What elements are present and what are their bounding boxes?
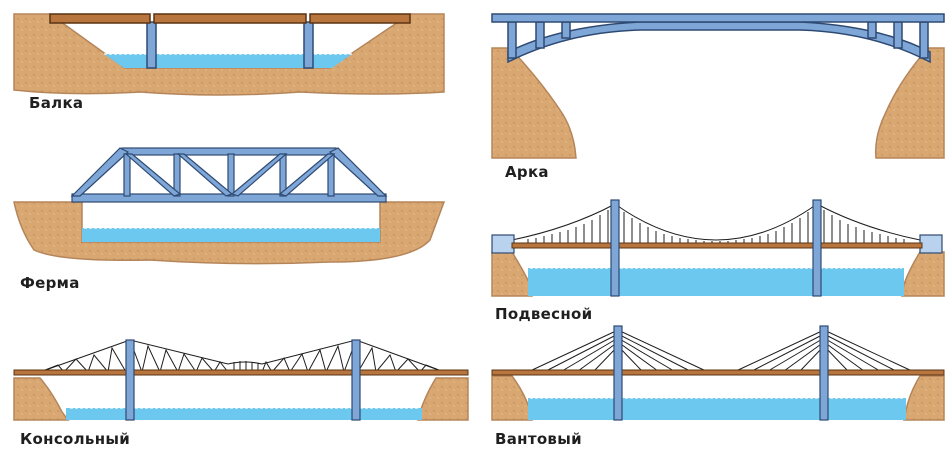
suspension-ground-right: [901, 251, 945, 297]
beam-water: [104, 54, 352, 68]
beam-ground: [13, 13, 445, 96]
truss-frame: [70, 147, 388, 203]
truss-ground: [13, 201, 446, 265]
label-suspension: Подвесной: [495, 305, 593, 323]
cantilever-ground-left: [13, 377, 70, 421]
arch-deck: [491, 13, 945, 23]
cantilever-water: [66, 408, 422, 420]
cantilever-deck: [13, 369, 469, 376]
arch-structure: [507, 21, 931, 64]
label-truss: Ферма: [20, 274, 80, 292]
cable-stayed-cables: [529, 329, 913, 372]
suspension-tower-right: [812, 199, 822, 297]
cantilever-pier-left: [125, 339, 135, 421]
suspension-anchor-right: [919, 234, 943, 254]
beam-deck-3: [309, 13, 411, 24]
cantilever-ground-right: [417, 377, 469, 421]
beam-pier-right: [303, 21, 314, 69]
beam-bridge: [13, 13, 445, 96]
beam-deck-1: [49, 13, 151, 24]
suspension-anchor-left: [491, 234, 515, 254]
suspension-water: [528, 268, 904, 296]
beam-deck-2: [153, 13, 307, 24]
cable-stayed-deck: [491, 369, 945, 376]
arch-ground-left: [491, 47, 577, 159]
label-beam: Балка: [29, 94, 84, 112]
cable-stayed-water: [528, 398, 906, 420]
label-arch: Арка: [505, 163, 549, 181]
truss-bridge: [13, 147, 446, 265]
truss-water: [82, 228, 380, 242]
cantilever-truss: [39, 339, 445, 374]
cable-stayed-bridge: [491, 325, 945, 421]
beam-pier-left: [146, 21, 157, 69]
label-cable-stayed: Вантовый: [495, 430, 582, 448]
cantilever-pier-right: [351, 339, 361, 421]
cable-stayed-tower-left: [613, 325, 623, 421]
suspension-tower-left: [610, 199, 620, 297]
suspension-cables: [511, 203, 921, 244]
cable-stayed-tower-right: [819, 325, 829, 421]
suspension-deck: [511, 242, 923, 249]
cable-stayed-ground-left: [491, 375, 533, 421]
arch-bridge: [491, 13, 945, 159]
arch-ground-right: [874, 47, 945, 159]
suspension-bridge: [491, 199, 945, 297]
cantilever-bridge: [13, 339, 469, 421]
suspension-ground-left: [491, 251, 533, 297]
cable-stayed-ground-right: [903, 375, 945, 421]
label-cantilever: Консольный: [20, 430, 131, 448]
